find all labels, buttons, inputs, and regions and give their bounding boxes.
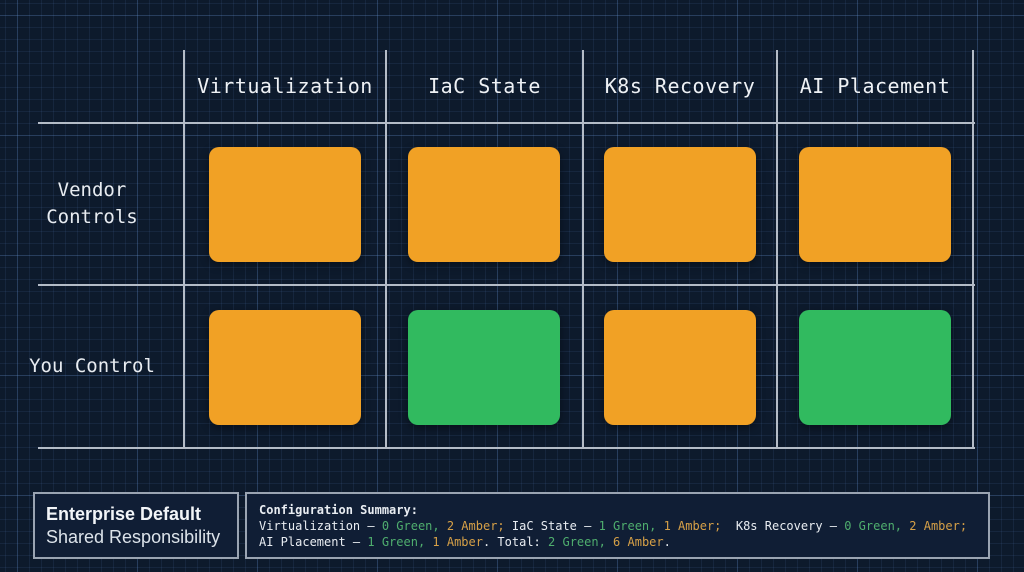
row-label-text: Vendor Controls	[46, 178, 138, 228]
legend-subtitle: Shared Responsibility	[46, 526, 221, 547]
table-horizontal-line	[38, 122, 975, 124]
table-vertical-line	[776, 50, 778, 449]
row-label-you-control: You Control	[0, 285, 184, 447]
configuration-summary-box: Configuration Summary: Virtualization – …	[245, 492, 990, 559]
table-vertical-line	[183, 50, 185, 449]
table-horizontal-line	[38, 447, 975, 449]
column-header-virtualization: Virtualization	[197, 74, 373, 98]
matrix-cell	[408, 310, 560, 425]
column-header-iac-state: IaC State	[428, 74, 541, 98]
matrix-cell	[209, 147, 361, 262]
matrix-cell	[799, 310, 951, 425]
table-vertical-line	[972, 50, 974, 449]
matrix-cell	[799, 147, 951, 262]
row-label-text: You Control	[29, 354, 155, 377]
table-vertical-line	[385, 50, 387, 449]
legend-box: Enterprise Default Shared Responsibility	[33, 492, 239, 559]
table-horizontal-line	[38, 284, 975, 286]
column-header-ai-placement: AI Placement	[799, 74, 951, 98]
row-label-vendor-controls: Vendor Controls	[0, 123, 184, 284]
matrix-cell	[408, 147, 560, 262]
matrix-cell	[604, 310, 756, 425]
column-header-k8s-recovery: K8s Recovery	[604, 74, 756, 98]
summary-line-1: Virtualization – 0 Green, 2 Amber; IaC S…	[259, 518, 968, 533]
summary-title: Configuration Summary:	[259, 502, 418, 517]
matrix-cell	[209, 310, 361, 425]
matrix-cell	[604, 147, 756, 262]
legend-title: Enterprise Default	[46, 503, 202, 524]
summary-line-2: AI Placement – 1 Green, 1 Amber. Total: …	[259, 534, 671, 549]
table-vertical-line	[582, 50, 584, 449]
